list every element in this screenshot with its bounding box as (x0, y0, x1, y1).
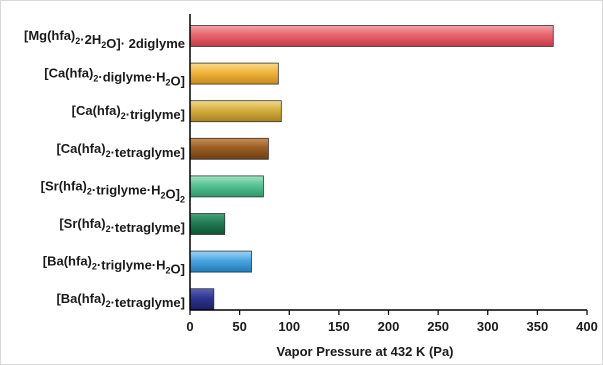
bar (189, 100, 282, 123)
category-label: [Ba(hfa)2·tetraglyme] (56, 291, 185, 310)
bar (189, 25, 554, 47)
x-tick-label: 0 (186, 319, 193, 334)
bar (189, 137, 269, 160)
bar (189, 213, 226, 235)
bar (189, 175, 264, 198)
category-label: [Ca(hfa)2·diglyme·H2O] (44, 66, 185, 89)
x-tick-label: 350 (527, 319, 549, 334)
category-label: [Ba(hfa)2·triglyme·H2O] (43, 254, 185, 277)
x-tick-label: 250 (427, 319, 449, 334)
x-ticks: 0 50 100 150 200 250 300 350 400 (186, 310, 598, 334)
x-axis-title: Vapor Pressure at 432 K (Pa) (276, 344, 453, 359)
category-label: [Sr(hfa)2·triglyme·H2O]2 (41, 178, 185, 204)
bars-layer (189, 25, 554, 311)
x-tick-label: 200 (378, 319, 400, 334)
category-label: [Mg(hfa)2·2H2O]· 2diglyme (24, 28, 185, 51)
bar (189, 288, 215, 311)
category-labels: [Mg(hfa)2·2H2O]· 2diglyme [Ca(hfa)2·digly… (24, 28, 185, 310)
x-tick-label: 300 (477, 319, 499, 334)
x-tick-label: 400 (576, 319, 598, 334)
x-tick-label: 50 (232, 319, 246, 334)
category-label: [Sr(hfa)2·tetraglyme] (59, 216, 185, 235)
bar (189, 250, 252, 273)
x-tick-label: 100 (278, 319, 300, 334)
x-tick-label: 150 (328, 319, 350, 334)
bar (189, 62, 279, 85)
category-label: [Ca(hfa)2·tetraglyme] (56, 141, 185, 160)
category-label: [Ca(hfa)2·triglyme] (72, 103, 185, 122)
